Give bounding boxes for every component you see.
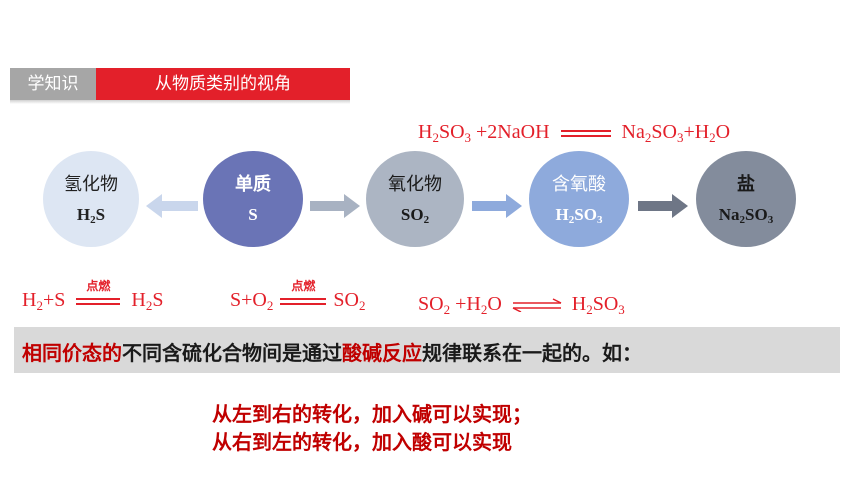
circle-oxide: 氧化物 SO2: [366, 151, 464, 247]
arrow-right-icon: [310, 194, 360, 218]
circle-element-label: 单质: [235, 174, 271, 195]
circle-element: 单质 S: [203, 151, 303, 247]
arrow-right-icon: [472, 194, 522, 218]
top-reaction-left: H2SO3 +2NaOH: [418, 121, 550, 145]
header-shadow: [10, 100, 350, 104]
circle-hydride-formula: H2S: [76, 204, 106, 226]
circle-acid: 含氧酸 H2SO3: [529, 151, 629, 247]
circle-salt: 盐 Na2SO3: [696, 151, 796, 247]
arrow-right-icon: [638, 194, 688, 218]
conclusion-line-2: 从右到左的转化，加入酸可以实现: [212, 430, 512, 454]
circle-salt-label: 盐: [737, 173, 755, 195]
circle-salt-formula: Na2SO3: [718, 204, 774, 226]
arrow-left-icon: [146, 194, 198, 218]
top-reaction-equals: [560, 127, 611, 139]
statement-text: 相同价态的不同含硫化合物间是通过酸碱反应规律联系在一起的。如：: [22, 341, 642, 365]
reaction-sulfur-oxygen: S+O2 点燃 SO2: [230, 279, 366, 313]
top-reaction: H2SO3 +2NaOH Na2SO3+H2O: [418, 121, 730, 146]
circle-acid-formula: H2SO3: [555, 204, 603, 226]
reaction-hydrogen-sulfur: H2+S 点燃 H2S: [22, 279, 164, 313]
top-reaction-right: Na2SO3+H2O: [621, 121, 731, 145]
reaction-condition: 点燃: [280, 279, 327, 307]
reaction-sulfur-dioxide-water: SO2 +H2O H2SO3: [418, 293, 625, 317]
circle-hydride: 氢化物 H2S: [43, 151, 139, 247]
circle-oxide-formula: SO2: [400, 204, 430, 226]
header-title: 从物质类别的视角: [96, 68, 350, 100]
circle-hydride-label: 氢化物: [64, 173, 118, 195]
reaction-condition: 点燃: [76, 279, 121, 307]
circle-oxide-label: 氧化物: [388, 173, 442, 195]
statement-band: [14, 327, 840, 373]
header-tag: 学知识: [10, 68, 96, 100]
circle-acid-label: 含氧酸: [552, 173, 606, 195]
equilibrium-arrow-icon: [512, 298, 562, 314]
circle-element-formula: S: [248, 205, 258, 224]
conclusion-line-1: 从左到右的转化，加入碱可以实现；: [212, 402, 532, 426]
